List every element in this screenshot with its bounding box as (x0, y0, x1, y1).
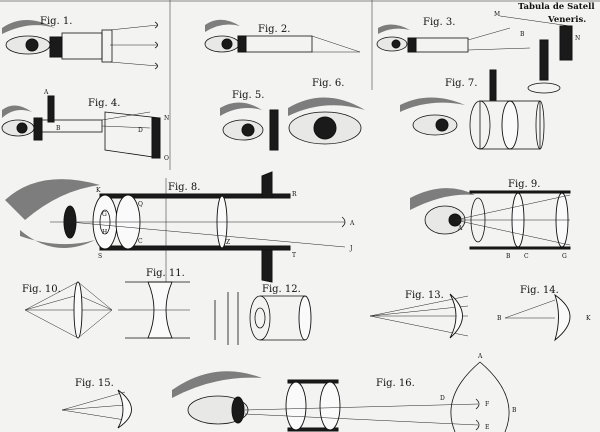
point-label: A (349, 220, 355, 227)
point-label: K (96, 187, 101, 194)
figure-label: Fig. 7. (445, 78, 477, 89)
point-label: S (98, 253, 102, 260)
point-label: A (43, 89, 49, 96)
point-label: H (102, 229, 107, 236)
figure-14: Fig. 14. B K (497, 285, 591, 342)
figure-7: Fig. 7. (400, 69, 545, 150)
figure-1: Fig. 1. (2, 16, 159, 70)
figure-label: Fig. 13. (405, 290, 444, 301)
figure-label: Fig. 10. (22, 284, 61, 295)
point-label: C (524, 253, 529, 260)
figure-label: Fig. 1. (40, 16, 72, 27)
figure-2: Fig. 2. (204, 19, 361, 53)
point-label: C (138, 238, 143, 245)
point-label: B (56, 125, 61, 132)
point-label: N (575, 35, 580, 42)
figure-12: Fig. 12. (214, 284, 312, 345)
point-label: O (164, 155, 169, 162)
figure-8: Fig. 8. K R T A J S Z G H Q C (5, 171, 355, 288)
point-label: G (562, 253, 567, 260)
point-label: Q (138, 201, 143, 208)
figure-label: Fig. 9. (508, 179, 540, 190)
figure-15: Fig. 15. (61, 378, 132, 429)
figure-label: Fig. 5. (232, 90, 264, 101)
figure-label: Fig. 14. (520, 285, 559, 296)
figure-label: Fig. 6. (312, 78, 344, 89)
figure-label: Fig. 3. (423, 17, 455, 28)
point-label: G (102, 211, 107, 218)
point-label: B (506, 253, 511, 260)
point-label: B (497, 315, 502, 322)
figure-label: Fig. 15. (75, 378, 114, 389)
point-label: Z (226, 239, 230, 246)
point-label: K (586, 315, 591, 322)
point-label: B (520, 31, 525, 38)
figure-label: Fig. 16. (376, 378, 415, 389)
figure-label: Fig. 12. (262, 284, 301, 295)
figure-label: Fig. 4. (88, 98, 120, 109)
figure-4: Fig. 4. A B D N O (1, 89, 169, 162)
figure-9: Fig. 9. A B C G (410, 179, 571, 260)
figure-3: Fig. 3. M N B (376, 11, 580, 94)
figure-label: Fig. 8. (168, 182, 200, 193)
figure-6: Fig. 6. (288, 78, 365, 145)
point-label: F (485, 401, 489, 408)
figure-10: Fig. 10. (22, 281, 113, 339)
plate-title-2: Veneris. (547, 15, 586, 25)
point-label: D (440, 395, 445, 402)
point-label: B (512, 407, 517, 414)
figure-label: Fig. 11. (146, 268, 185, 279)
plate-title: Tabula de Satell (518, 2, 595, 12)
point-label: E (485, 424, 489, 431)
point-label: R (292, 191, 297, 198)
figure-label: Fig. 2. (258, 24, 290, 35)
point-label: T (292, 252, 296, 259)
figure-16: Fig. 16. A B F E D (172, 353, 517, 432)
point-label: J (349, 245, 353, 252)
point-label: A (457, 225, 463, 232)
point-label: M (494, 11, 500, 18)
point-label: D (138, 127, 143, 134)
point-label: A (477, 353, 483, 360)
figure-5: Fig. 5. (220, 90, 279, 151)
figure-13: Fig. 13. (369, 290, 469, 339)
point-label: N (164, 115, 169, 122)
figure-11: Fig. 11. (118, 268, 190, 339)
